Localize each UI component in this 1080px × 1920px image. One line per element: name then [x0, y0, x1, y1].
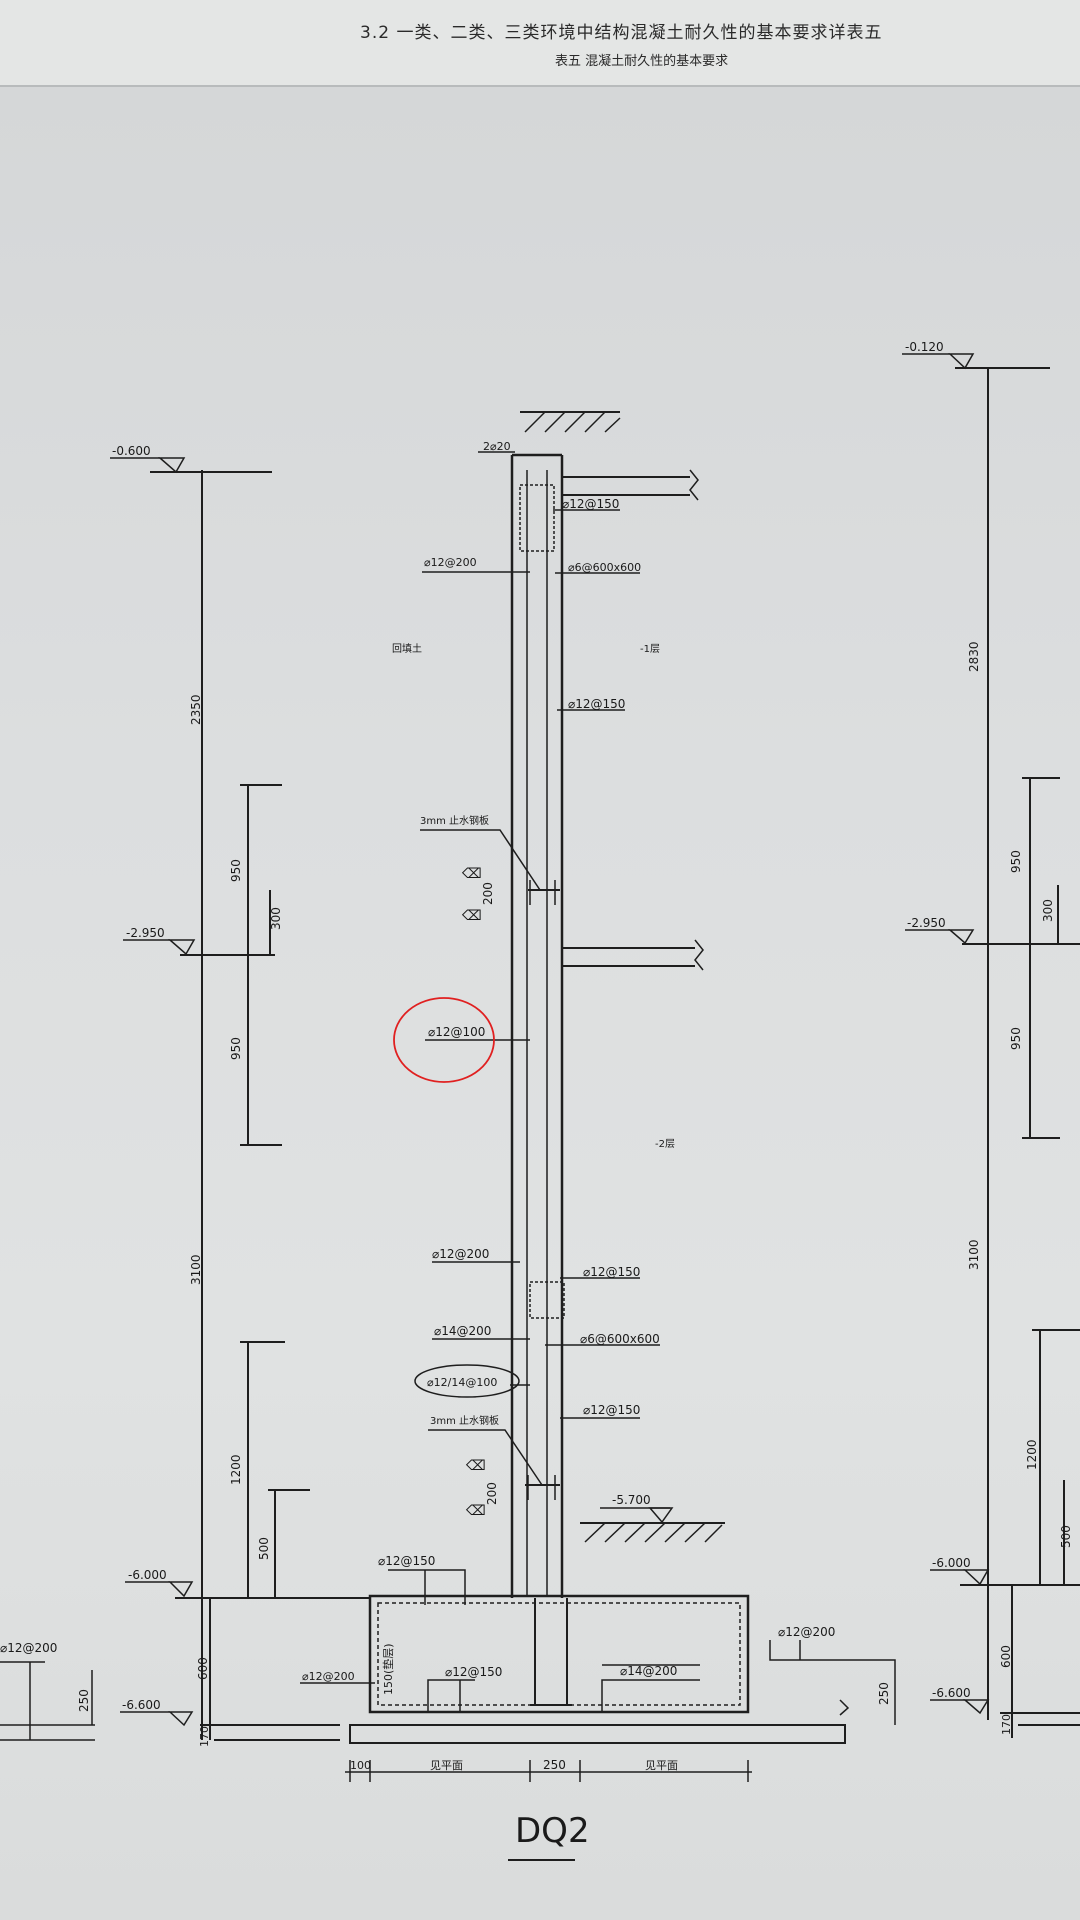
svg-text:⌫: ⌫	[466, 1458, 486, 1474]
dim-footing-250: 250	[877, 1682, 891, 1705]
drawing-title-block: DQ2	[508, 1811, 590, 1861]
dim-right-2830: 2830	[967, 641, 981, 672]
elev-left-mid: -2.950	[126, 926, 165, 940]
dim-left-950-b: 950	[229, 1037, 243, 1060]
dim-right-950-a: 950	[1009, 850, 1023, 873]
dim-left-2350: 2350	[189, 694, 203, 725]
left-dimension-system: -0.600 -2.950 -6.000 -6.600 2350	[0, 444, 370, 1747]
label-r14: ⌀12@150	[445, 1665, 502, 1679]
dim-right-500: 500	[1059, 1525, 1073, 1548]
elev-soil: -5.700	[612, 1493, 651, 1507]
right-dimension-system: -0.120 -2.950 -6.000 -6.600 2830 3100	[902, 340, 1080, 1738]
dim-left-950-a: 950	[229, 859, 243, 882]
dim-left-500: 500	[257, 1537, 271, 1560]
label-r1: ⌀12@150	[562, 497, 619, 511]
waterstop-label-b: 3mm 止水钢板	[430, 1414, 499, 1427]
label-floor-2: -2层	[655, 1138, 675, 1150]
dim-right-170: 170	[1000, 1714, 1013, 1735]
dim-left-170: 170	[198, 1726, 211, 1747]
waterstop-dim-a: 200	[481, 882, 495, 905]
label-r3: ⌀6@600x600	[568, 561, 641, 574]
header-line-1: 3.2 一类、二类、三类环境中结构混凝土耐久性的基本要求详表五	[360, 23, 883, 43]
elev-left-top: -0.600	[112, 444, 151, 458]
dim-bottom-100: 100	[350, 1759, 371, 1772]
dim-bottom-right: 见平面	[645, 1759, 678, 1772]
label-r13: ⌀12@200	[302, 1670, 355, 1683]
rebar-left-edge: ⌀12@200	[0, 1641, 57, 1655]
elev-left-base: -6.600	[122, 1698, 161, 1712]
label-r9: ⌀6@600x600	[580, 1332, 660, 1346]
waterstop-upper: 3mm 止水钢板 200 ⌫ ⌫	[420, 814, 560, 924]
elev-right-mid: -2.950	[907, 916, 946, 930]
svg-text:⌫: ⌫	[462, 866, 482, 882]
drawing-title: DQ2	[515, 1811, 590, 1851]
bottom-dimension-chain: 100 见平面 250 见平面	[345, 1758, 752, 1782]
waterstop-lower: 3mm 止水钢板 200 ⌫ ⌫	[428, 1414, 560, 1519]
dim-right-600: 600	[999, 1645, 1013, 1668]
elev-right-top: -0.120	[905, 340, 944, 354]
label-r6: ⌀12@200	[432, 1247, 489, 1261]
waterstop-label-a: 3mm 止水钢板	[420, 814, 489, 827]
elev-left-bottom: -6.000	[128, 1568, 167, 1582]
label-r4: ⌀12@150	[568, 697, 625, 711]
dim-right-950-b: 950	[1009, 1027, 1023, 1050]
svg-text:⌫: ⌫	[462, 908, 482, 924]
header-line-2: 表五 混凝土耐久性的基本要求	[555, 54, 729, 69]
label-floor-1: -1层	[640, 643, 660, 655]
label-r11: ⌀12@150	[583, 1403, 640, 1417]
pad-label: 150(垫层)	[381, 1643, 395, 1695]
label-r16: ⌀12@200	[778, 1625, 835, 1639]
waterstop-dim-b: 200	[485, 1482, 499, 1505]
label-r8: ⌀14@200	[434, 1324, 491, 1338]
svg-text:⌫: ⌫	[466, 1503, 486, 1519]
label-top-bars: 2⌀20	[483, 440, 511, 453]
label-r5: ⌀12@100	[428, 1025, 485, 1039]
dim-right-1200: 1200	[1025, 1439, 1039, 1470]
previous-page-strip: 3.2 一类、二类、三类环境中结构混凝土耐久性的基本要求详表五 表五 混凝土耐久…	[0, 0, 1080, 87]
dim-left-300: 300	[269, 907, 283, 930]
label-r10: ⌀12/14@100	[427, 1376, 497, 1389]
label-r7: ⌀12@150	[583, 1265, 640, 1279]
black-annotation-ellipse	[414, 1364, 520, 1398]
elev-right-bottom: -6.000	[932, 1556, 971, 1570]
dim-bottom-left: 见平面	[430, 1759, 463, 1772]
footing: 250 150(垫层)	[349, 1569, 896, 1744]
dim-left-250: 250	[77, 1689, 91, 1712]
label-r2: ⌀12@200	[424, 556, 477, 569]
soil-hatch-top	[520, 411, 621, 433]
dim-left-600: 600	[196, 1657, 210, 1680]
dim-left-3100: 3100	[189, 1254, 203, 1285]
soil-level-5700: -5.700	[580, 1493, 725, 1543]
dim-right-3100: 3100	[967, 1239, 981, 1270]
label-r12: ⌀12@150	[378, 1554, 435, 1568]
label-side-in: 回填土	[392, 642, 422, 655]
label-r15: ⌀14@200	[620, 1664, 677, 1678]
elev-right-base: -6.600	[932, 1686, 971, 1700]
wall-section: -5.700 250 150(垫层)	[300, 411, 896, 1782]
dim-right-300: 300	[1041, 899, 1055, 922]
dim-left-1200: 1200	[229, 1454, 243, 1485]
dim-bottom-250: 250	[543, 1758, 566, 1772]
red-annotation-circle	[393, 997, 495, 1083]
